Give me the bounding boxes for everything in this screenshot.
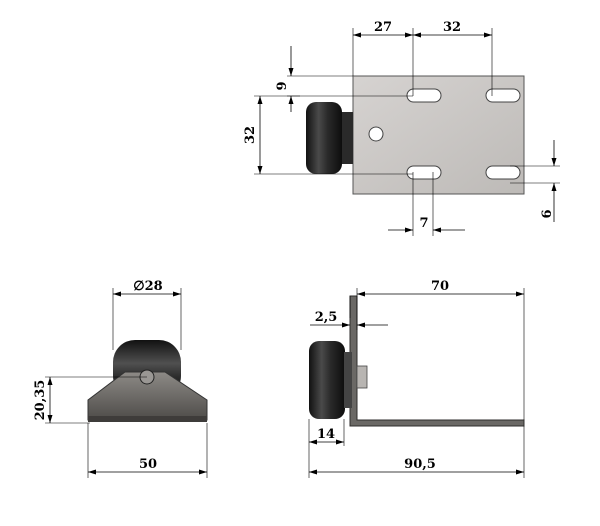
dim-slot-height: 6	[540, 209, 555, 218]
center-hole	[368, 126, 384, 142]
slot-top-left	[406, 88, 442, 103]
slot-bottom-right	[485, 165, 521, 180]
side-l-bracket	[349, 295, 525, 427]
dim-axle-height: 20,35	[33, 380, 48, 421]
side-roller	[309, 341, 345, 419]
front-base	[88, 416, 207, 422]
dim-plate-thickness: 2,5	[315, 310, 338, 325]
slot-bottom-left	[406, 165, 442, 180]
dim-vertical-spacing: 32	[243, 126, 258, 144]
dim-slot-spacing-second: 32	[443, 20, 461, 35]
dim-roller-diameter: ∅28	[133, 279, 162, 294]
dim-top-offset: 9	[275, 81, 290, 90]
front-view: ∅28 20,35 50	[33, 279, 208, 478]
side-view: 70 2,5 14 90,5	[308, 279, 525, 478]
side-nut	[356, 365, 368, 389]
side-hub	[344, 352, 352, 408]
roller	[306, 102, 342, 174]
dim-height: 70	[431, 279, 449, 294]
dim-base-width: 50	[139, 457, 157, 472]
dim-roller-width: 14	[317, 427, 335, 442]
dim-slot-width: 7	[419, 216, 428, 231]
top-view: 27 32 9 32 7 6	[243, 20, 560, 236]
slot-top-right	[485, 88, 521, 103]
dim-total-length: 90,5	[404, 457, 436, 472]
dim-slot-spacing-first: 27	[374, 20, 392, 35]
